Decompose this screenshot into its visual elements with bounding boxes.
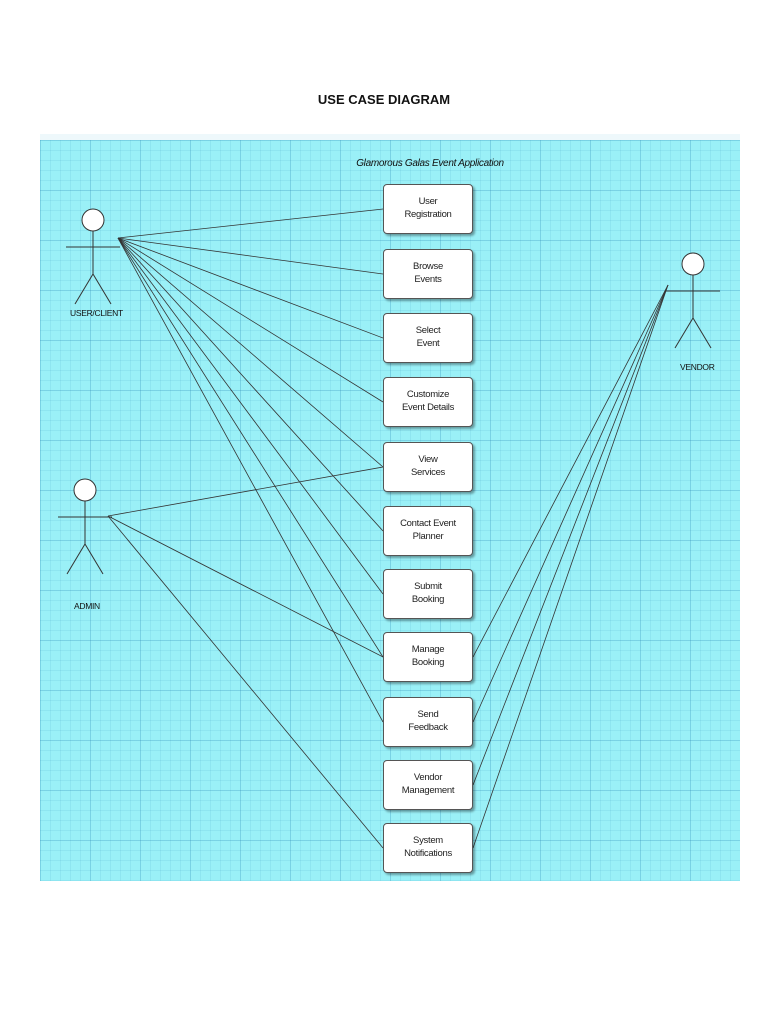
- page-title: USE CASE DIAGRAM: [317, 92, 451, 107]
- use-case-send-feedback: Send Feedback: [383, 697, 473, 747]
- use-case-customize-event-details: Customize Event Details: [383, 377, 473, 427]
- use-case-vendor-management: Vendor Management: [383, 760, 473, 810]
- actor-label-vendor: VENDOR: [680, 362, 715, 372]
- use-case-contact-event-planner: Contact Event Planner: [383, 506, 473, 556]
- use-case-select-event: Select Event: [383, 313, 473, 363]
- actor-label-admin: ADMIN: [74, 601, 100, 611]
- use-case-submit-booking: Submit Booking: [383, 569, 473, 619]
- use-case-system-notifications: System Notifications: [383, 823, 473, 873]
- actor-label-user: USER/CLIENT: [70, 308, 123, 318]
- use-case-view-services: View Services: [383, 442, 473, 492]
- use-case-manage-booking: Manage Booking: [383, 632, 473, 682]
- use-case-user-registration: User Registration: [383, 184, 473, 234]
- use-case-browse-events: Browse Events: [383, 249, 473, 299]
- system-boundary-title: Glamorous Galas Event Application: [356, 158, 504, 169]
